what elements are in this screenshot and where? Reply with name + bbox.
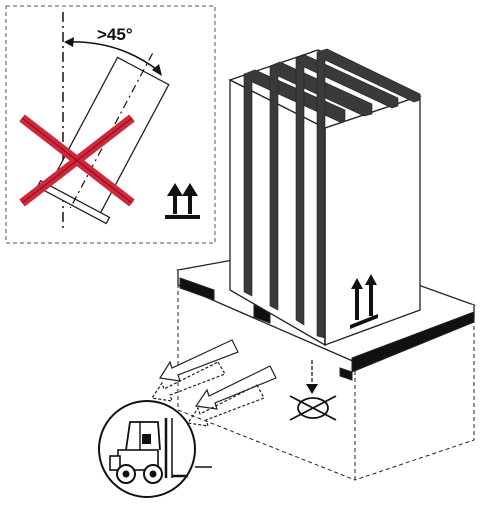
prohibited-cross-icon [19, 114, 135, 207]
angle-arc-arrowhead-left [64, 37, 74, 47]
pallet-slat-left [179, 277, 215, 301]
forklift-icon [98, 400, 212, 498]
angle-arc [65, 41, 161, 73]
crate [228, 48, 422, 347]
inset-dashed-frame [5, 5, 216, 244]
angle-label: >45° [97, 25, 133, 44]
pallet-slat-right [351, 311, 475, 373]
this-way-up-icon [165, 183, 200, 219]
strap-band [243, 48, 421, 339]
tilt-warning-inset: >45° [5, 5, 216, 244]
this-way-up-icon [350, 274, 378, 329]
angle-arc-arrowhead-right [152, 64, 162, 76]
center-of-gravity-icon [289, 360, 337, 421]
fork-entry-arrow-icon [150, 339, 277, 427]
